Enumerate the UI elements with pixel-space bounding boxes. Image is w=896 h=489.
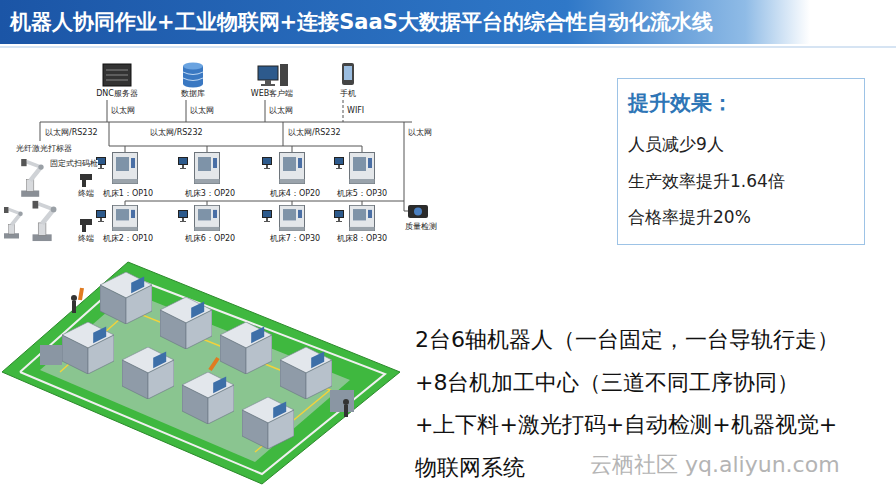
network-label: 以太网 (190, 106, 214, 115)
slide-title: 机器人协同作业+工业物联网+连接SaaS大数据平台的综合性自动化流水线 (10, 0, 713, 44)
handling-robot (33, 201, 57, 241)
panel-heading: 提升效果： (628, 91, 854, 116)
machine-label: 机床4：OP20 (270, 189, 320, 198)
device-label: WEB客户端 (251, 89, 293, 98)
machine-label: 机床7：OP30 (270, 234, 320, 243)
database-icon (183, 63, 203, 88)
result-panel: 提升效果： 人员减少9人生产效率提升1.64倍合格率提升20% (617, 78, 865, 245)
server-icon (103, 64, 131, 86)
network-label: 以太网 (408, 128, 432, 137)
phone-icon (342, 63, 354, 85)
machine-row (97, 153, 375, 184)
result-line: 生产效率提升1.64倍 (628, 171, 854, 191)
title-rule (0, 46, 896, 48)
feature-text: +8台机加工中心（三道不同工序协同） (415, 370, 799, 395)
marking-robot (21, 159, 44, 197)
web-client-icon (258, 64, 288, 86)
network-label: 以太网/RS232 (150, 128, 203, 137)
feature-text: +上下料+激光打码+自动检测+机器视觉+ (415, 412, 837, 437)
title-bar (0, 0, 810, 44)
machine-label: 机床6：OP20 (185, 234, 235, 243)
device-label: 固定式扫码枪 (50, 160, 98, 169)
device-label: 质量检测 (405, 222, 437, 231)
network-label: 以太网/RS232 (288, 128, 341, 137)
network-label: WIFI (347, 106, 364, 115)
device-label: 终端 (78, 234, 94, 243)
watermark: 云栖社区 yq.aliyun.com (590, 452, 840, 477)
feature-text: 2台6轴机器人（一台固定，一台导轨行走） (415, 327, 839, 352)
machine-label: 机床3：OP20 (185, 189, 235, 198)
network-label: 以太网 (269, 106, 293, 115)
machine-label: 机床8：OP30 (337, 234, 387, 243)
machine-label: 机床2：OP10 (103, 234, 153, 243)
result-line: 人员减少9人 (628, 134, 854, 154)
machine-label: 机床5：OP30 (337, 189, 387, 198)
machine-row (97, 205, 375, 230)
device-label: 数据库 (181, 89, 205, 98)
feature-text: 物联网系统 (415, 455, 525, 480)
handling-robot (4, 207, 23, 239)
result-line: 合格率提升20% (628, 207, 854, 227)
device-label: 光纤激光打标器 (16, 144, 72, 153)
device-label: DNC服务器 (96, 89, 138, 98)
production-line-render (2, 262, 400, 484)
device-label: 手机 (340, 89, 356, 98)
network-label: 以太网/RS232 (45, 128, 98, 137)
network-wires (40, 100, 412, 211)
machine-label: 机床1：OP10 (103, 189, 153, 198)
camera-icon (408, 205, 428, 218)
scanner-icon (80, 174, 92, 232)
device-label: 终端 (78, 189, 94, 198)
network-label: 以太网 (111, 106, 135, 115)
